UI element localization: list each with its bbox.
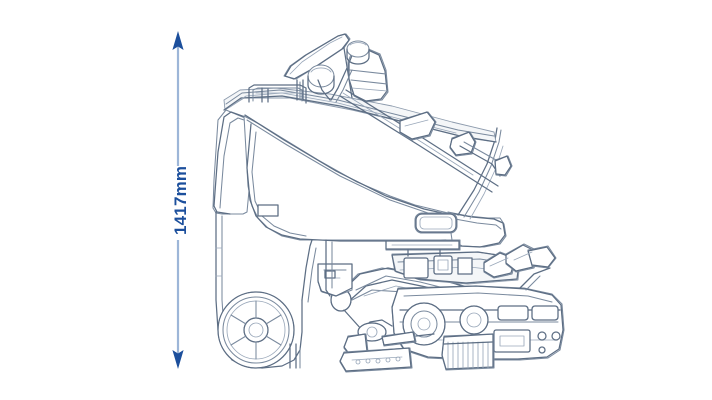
under-body-bracket <box>325 239 461 297</box>
left-step-tab <box>257 204 279 217</box>
left-boom-attachment <box>339 319 435 373</box>
ground-pins <box>289 343 301 369</box>
side-tab-bracket <box>494 155 513 177</box>
deck-scoop-bracket <box>399 111 437 141</box>
beacon-light <box>317 67 353 103</box>
deck-canister <box>307 64 335 95</box>
dimension-arrow-top-icon <box>172 31 184 50</box>
access-hatch <box>414 212 458 234</box>
machine-drawing <box>212 33 565 373</box>
upper-strut <box>339 89 499 193</box>
front-wheel <box>217 291 295 369</box>
rear-plates <box>519 267 551 291</box>
conveyor-chute <box>317 263 353 297</box>
milling-drum-housing <box>441 333 495 371</box>
operator-canopy-roof <box>283 33 351 80</box>
dimension-arrow-bottom-icon <box>172 350 184 369</box>
dimension-label: 1417mm <box>171 165 190 235</box>
deck-handrail <box>248 84 307 104</box>
rear-linkage-arms <box>483 243 557 279</box>
rear-deck-fin <box>449 131 501 177</box>
exhaust-stack <box>346 40 389 103</box>
dimension-annotation <box>172 31 184 369</box>
